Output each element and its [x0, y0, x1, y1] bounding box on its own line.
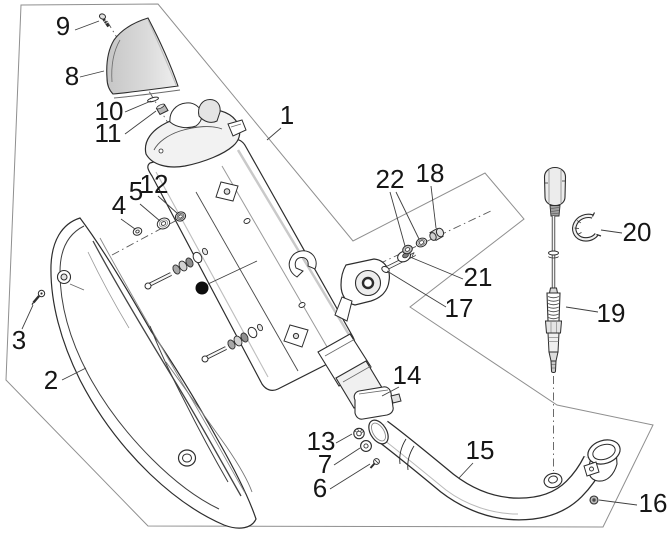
fastener-stack-lower [201, 323, 264, 363]
leader-22b [395, 191, 420, 240]
callout-12: 12 [140, 169, 169, 199]
leader-1 [266, 127, 282, 141]
callout-20: 20 [623, 217, 652, 247]
lower-clamp-bracket [283, 324, 309, 348]
shield-screw-3 [31, 289, 46, 305]
callout-17: 17 [445, 293, 474, 323]
callout-8: 8 [65, 61, 79, 91]
leader-14 [381, 386, 400, 397]
leader-3 [21, 304, 34, 330]
callout-10: 10 [95, 96, 124, 126]
callout-16: 16 [639, 488, 668, 518]
pipe-cut-end [368, 419, 389, 445]
leader-10 [124, 100, 152, 113]
bushing-18 [429, 227, 445, 242]
leader-5 [139, 203, 161, 222]
leader-4 [120, 218, 136, 230]
callout-15: 15 [466, 435, 495, 465]
shield-hole [177, 449, 197, 467]
header-pipe [368, 419, 621, 521]
callout-7: 7 [318, 449, 332, 479]
sensor-connector [543, 166, 567, 207]
washer-12 [174, 211, 187, 222]
callout-19: 19 [597, 298, 626, 328]
callout-21: 21 [464, 262, 493, 292]
washer-4 [132, 227, 143, 236]
leader-19 [565, 306, 599, 313]
end-cover-fin [106, 17, 181, 99]
leader-18 [430, 185, 437, 229]
flange-nut-13 [353, 427, 365, 440]
leader-12 [157, 195, 179, 215]
pivot-mount-lug [334, 258, 390, 322]
leader-20 [600, 229, 623, 234]
frame-border [5, 3, 654, 528]
washer-pair-22 [402, 237, 428, 255]
washer-7 [360, 440, 372, 452]
callout-5: 5 [129, 176, 143, 206]
leader-8 [79, 70, 105, 78]
leader-11 [124, 110, 157, 135]
centerline-washers [111, 190, 232, 256]
filled-dot-marker [195, 260, 258, 295]
sensor-boss [543, 472, 563, 489]
nut-16 [589, 495, 599, 505]
lambda-sensor [543, 166, 567, 373]
centerline-mount-bolt [363, 209, 494, 272]
leader-lines [21, 20, 638, 506]
leader-21 [409, 256, 464, 280]
pipe-flange [583, 439, 621, 482]
cover-washer-10 [147, 96, 159, 103]
leader-6 [329, 463, 371, 490]
callout-1: 1 [280, 100, 294, 130]
leader-13 [335, 433, 353, 444]
callout-9: 9 [56, 11, 70, 41]
leader-17 [386, 270, 447, 308]
pipe-weld-seams [399, 438, 415, 471]
silencer-body [144, 98, 390, 409]
callout-2: 2 [44, 365, 58, 395]
sensor-thread-coils [547, 296, 560, 320]
leader-16 [598, 499, 638, 506]
callout-11: 11 [95, 118, 122, 148]
callout-4: 4 [112, 190, 126, 220]
leader-2 [61, 367, 87, 381]
silencer-end-cap [144, 98, 247, 168]
fastener-stack-upper [144, 247, 209, 290]
leader-22a [389, 191, 406, 247]
leader-15 [458, 462, 474, 479]
callout-22: 22 [376, 164, 405, 194]
cover-spacer-11 [155, 103, 169, 116]
screw-6 [369, 458, 380, 469]
cover-screw-9 [98, 13, 110, 28]
callout-6: 6 [313, 473, 327, 503]
leader-7 [333, 447, 361, 466]
retaining-clip-20 [572, 212, 602, 242]
callout-labels: 1 2 3 4 5 6 7 8 9 10 11 12 13 14 15 16 1… [12, 11, 668, 518]
callout-18: 18 [416, 158, 445, 188]
callout-14: 14 [393, 360, 422, 390]
side-hook-bracket [288, 250, 317, 278]
washer-5 [156, 217, 171, 230]
callout-13: 13 [307, 426, 336, 456]
heat-shield [50, 217, 257, 529]
callout-3: 3 [12, 325, 26, 355]
leader-9 [74, 20, 100, 31]
upper-clamp-bracket [215, 181, 239, 202]
